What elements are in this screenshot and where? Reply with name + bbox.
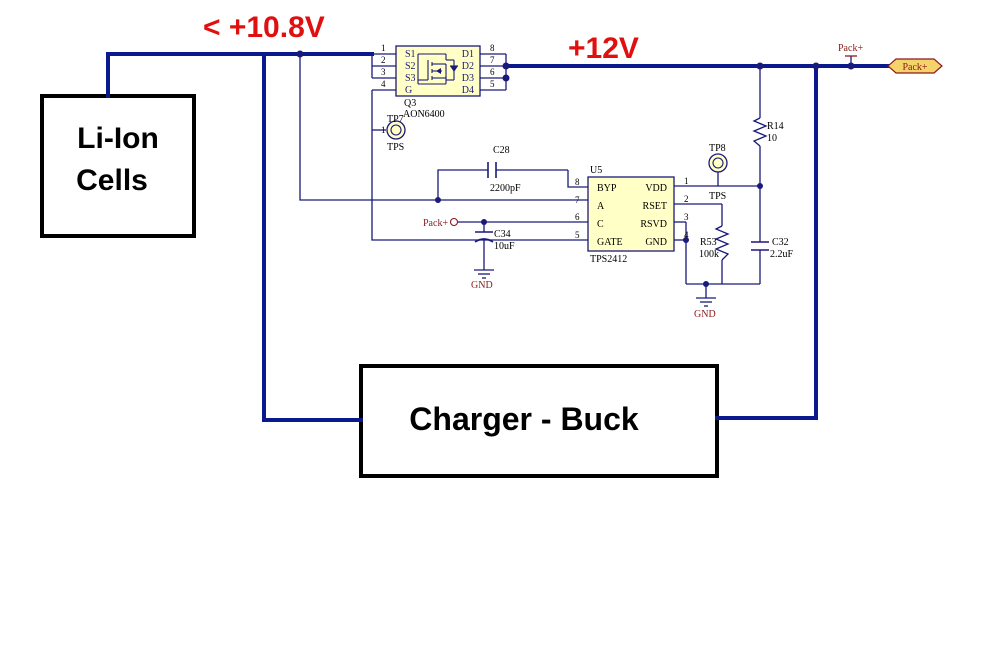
u5-pin-gnd: GND (645, 237, 667, 248)
tp7-label: TPS (387, 142, 404, 153)
pack-port: Pack+ (887, 58, 943, 74)
q3-mosfet: S1 S2 S3 G D1 D2 D3 D4 1 2 3 4 8 7 6 5 Q… (381, 43, 495, 120)
q3-part: AON6400 (403, 109, 445, 120)
u5-pin-num-5: 5 (575, 230, 580, 240)
u5-pin-num-1: 1 (684, 176, 689, 186)
u5-part: TPS2412 (590, 254, 627, 265)
q3-pin-num-6: 6 (490, 67, 495, 77)
junction-dots (296, 50, 855, 287)
cells-label-line2: Cells (76, 164, 148, 197)
pack-top-net: Pack+ (838, 43, 863, 57)
ground-icon (696, 297, 716, 307)
q3-pin-num-5: 5 (490, 79, 495, 89)
q3-pin-num-4: 4 (381, 79, 386, 89)
li-ion-cells-block: Li-Ion Cells (40, 94, 196, 238)
tp8-testpoint: TP8 TPS (708, 143, 728, 202)
q3-ref: Q3 (404, 98, 416, 109)
q3-pin-num-1: 1 (381, 43, 386, 53)
c32-ref: C32 (772, 237, 789, 248)
pack-port-label: Pack+ (902, 62, 927, 73)
tp7-ring-icon (386, 120, 406, 140)
q3-pin-d2: D2 (462, 61, 474, 72)
pack-left-label: Pack+ (423, 218, 448, 229)
r53-ref: R53 (700, 237, 717, 248)
u5-controller: BYP A C GATE VDD RSET RSVD GND 8 7 6 5 1… (575, 165, 689, 265)
tp7-pin: 1 (381, 125, 386, 135)
c34-value: 10uF (494, 241, 515, 252)
c28-ref: C28 (493, 145, 510, 156)
q3-pin-d4: D4 (462, 85, 474, 96)
thin-wires (299, 53, 852, 298)
gnd2-symbol: GND (694, 297, 716, 320)
u5-pin-num-4: 4 (684, 230, 689, 240)
c28-capacitor: C28 2200pF (487, 145, 521, 194)
u5-pin-a: A (597, 201, 605, 212)
u5-pin-num-6: 6 (575, 212, 580, 222)
u5-ref: U5 (590, 165, 602, 176)
r53-value: 100k (699, 249, 719, 260)
pack-left-net: Pack+ (423, 217, 459, 229)
gnd1-symbol: GND (471, 269, 494, 291)
q3-pin-s2: S2 (405, 61, 416, 72)
u5-pin-gate: GATE (597, 237, 623, 248)
u5-pin-num-8: 8 (575, 177, 580, 187)
q3-pin-s1: S1 (405, 49, 416, 60)
u5-pin-c: C (597, 219, 604, 230)
tp8-label: TPS (709, 191, 726, 202)
tp7-ref: TP7 (387, 114, 404, 125)
pack-left-terminal-icon (449, 217, 459, 227)
port-arrow-icon (887, 58, 943, 74)
voltage-high-label: +12V (568, 32, 639, 65)
q3-pin-num-2: 2 (381, 55, 386, 65)
u5-pin-num-7: 7 (575, 195, 580, 205)
tp7-testpoint: TP7 1 TPS (381, 114, 406, 153)
bus-wires (106, 52, 890, 422)
q3-pin-d3: D3 (462, 73, 474, 84)
q3-pin-num-3: 3 (381, 67, 386, 77)
cells-label-line1: Li-Ion (77, 122, 159, 155)
u5-pin-rset: RSET (643, 201, 667, 212)
charger-label: Charger - Buck (409, 401, 639, 437)
c28-value: 2200pF (490, 183, 521, 194)
gnd1-label: GND (471, 280, 493, 291)
pack-top-label: Pack+ (838, 43, 863, 54)
r14-value: 10 (767, 133, 777, 144)
bus-from-charger-out (715, 64, 818, 420)
q3-pin-s3: S3 (405, 73, 416, 84)
q3-pin-d1: D1 (462, 49, 474, 60)
charger-buck-block: Charger - Buck (359, 364, 719, 478)
voltage-low-label: < +10.8V (203, 11, 325, 44)
bus-low-voltage (106, 52, 374, 98)
u5-pin-vdd: VDD (645, 183, 667, 194)
r14-ref: R14 (767, 121, 784, 132)
u5-pin-rsvd: RSVD (640, 219, 667, 230)
c32-capacitor: C32 2.2uF (751, 237, 794, 260)
tp8-ring-icon (708, 153, 728, 173)
bus-to-charger-in (262, 52, 363, 422)
r14-resistor: R14 10 (752, 117, 784, 147)
q3-pin-num-7: 7 (490, 55, 495, 65)
u5-pin-num-3: 3 (684, 212, 689, 222)
r53-resistor: R53 100k (699, 225, 730, 261)
u5-pin-num-2: 2 (684, 194, 689, 204)
tp8-ref: TP8 (709, 143, 726, 154)
ground-icon (474, 269, 494, 279)
c34-ref: C34 (494, 229, 511, 240)
c32-value: 2.2uF (770, 249, 794, 260)
c34-capacitor: C34 10uF (474, 229, 515, 252)
q3-pin-num-8: 8 (490, 43, 495, 53)
gnd2-label: GND (694, 309, 716, 320)
u5-pin-byp: BYP (597, 183, 617, 194)
q3-pin-g: G (405, 85, 412, 96)
